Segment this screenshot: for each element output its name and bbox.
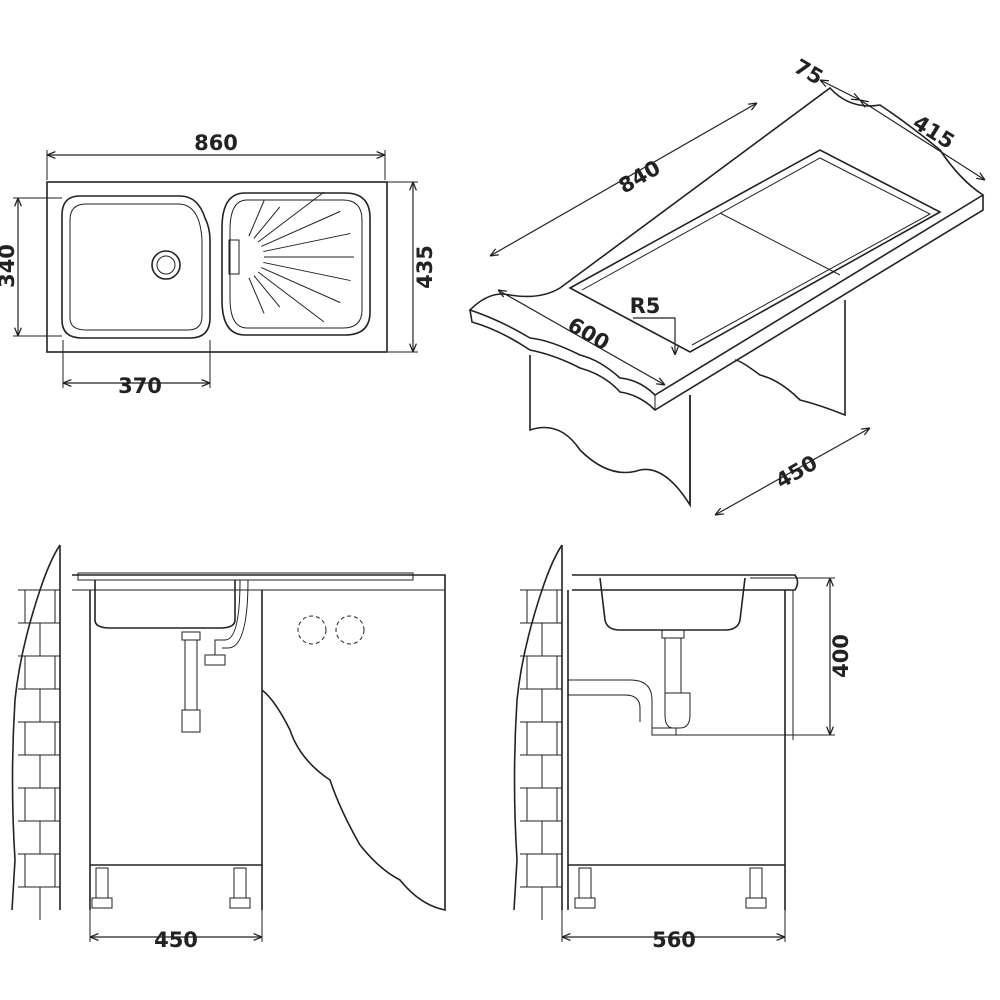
- sink-outline: [46, 181, 388, 353]
- dim-560: 560: [652, 928, 696, 952]
- drainer-rib: [263, 232, 351, 253]
- countertop: [468, 86, 985, 397]
- drainer-rib: [248, 277, 265, 314]
- drainer-rib: [253, 275, 281, 308]
- drainer: [221, 192, 371, 336]
- bowl: [61, 195, 211, 339]
- bowl-front: [94, 580, 236, 629]
- top-view: 860 435 340 370: [0, 131, 437, 398]
- side-view: 400 560: [513, 544, 853, 952]
- bowl-side: [599, 577, 746, 631]
- overflow-icon: [228, 239, 240, 275]
- front-view: 450: [11, 544, 446, 952]
- dim-840: 840: [615, 156, 665, 199]
- dim-370: 370: [118, 374, 162, 398]
- drainer-rib: [257, 191, 325, 243]
- drain-icon: [151, 250, 181, 280]
- drainer-rib: [248, 200, 265, 237]
- label-r5: R5: [630, 294, 661, 318]
- dim-400: 400: [829, 634, 853, 678]
- drainer-rib: [263, 261, 351, 282]
- drainer-rib: [261, 210, 341, 247]
- isometric-view: 840 75 415 600 R5 450: [468, 54, 985, 515]
- dim-75: 75: [790, 54, 827, 89]
- dim-340: 340: [0, 244, 19, 288]
- drainer-rib: [253, 206, 281, 239]
- drainer-rib: [261, 267, 341, 304]
- dim-860: 860: [194, 131, 238, 155]
- drainer-rib: [257, 271, 325, 323]
- dim-450-front: 450: [154, 928, 198, 952]
- dim-435: 435: [413, 245, 437, 289]
- dim-450-iso: 450: [772, 451, 822, 494]
